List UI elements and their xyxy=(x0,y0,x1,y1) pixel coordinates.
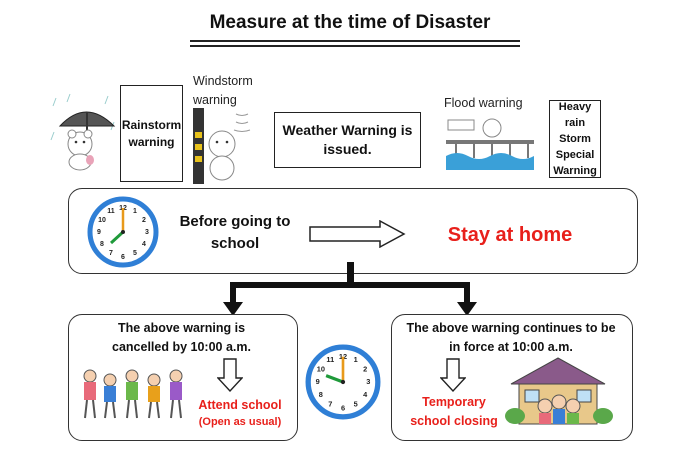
svg-text:3: 3 xyxy=(145,229,149,236)
windstorm-warning-label: Windstorm warning xyxy=(193,74,253,107)
svg-text:7: 7 xyxy=(109,250,113,257)
svg-text:5: 5 xyxy=(354,399,358,408)
svg-text:5: 5 xyxy=(133,250,137,257)
open-as-usual-label: (Open as usual) xyxy=(198,416,282,428)
svg-text:10: 10 xyxy=(98,217,106,224)
weather-warning-box: Weather Warning is issued. xyxy=(274,112,421,168)
svg-text:4: 4 xyxy=(142,241,146,248)
arrow-right-icon xyxy=(309,220,406,248)
svg-text:7: 7 xyxy=(328,399,332,408)
branch-arrows xyxy=(223,262,477,316)
house-illustration xyxy=(505,357,613,425)
svg-text:3: 3 xyxy=(366,377,370,386)
attend-school-label: Attend school xyxy=(198,398,282,412)
svg-text:11: 11 xyxy=(107,208,115,215)
svg-text:1: 1 xyxy=(133,208,137,215)
before-school-label: Before going to school xyxy=(179,213,291,252)
svg-text:1: 1 xyxy=(354,355,358,364)
arrow-down-icon xyxy=(217,358,243,392)
heavy-rain-warning-box: Heavy rain Storm Special Warning xyxy=(549,100,601,178)
cancelled-text: The above warning is cancelled by 10:00 … xyxy=(112,321,251,354)
arrow-down-icon-2 xyxy=(440,358,466,392)
continues-text: The above warning continues to be in for… xyxy=(406,321,616,354)
windstorm-illustration xyxy=(193,108,251,184)
svg-text:10: 10 xyxy=(317,364,325,373)
svg-text:2: 2 xyxy=(363,364,367,373)
svg-text:4: 4 xyxy=(363,390,368,399)
svg-text:6: 6 xyxy=(341,404,345,413)
title-underline-2 xyxy=(190,45,520,47)
svg-text:12: 12 xyxy=(339,352,347,361)
rainstorm-warning-box: Rainstorm warning xyxy=(120,85,183,182)
title-underline xyxy=(190,40,520,42)
svg-text:9: 9 xyxy=(316,377,320,386)
svg-text:8: 8 xyxy=(100,241,104,248)
temporary-closing-label: Temporary school closing xyxy=(410,395,498,428)
svg-text:11: 11 xyxy=(326,355,334,364)
stay-at-home-label: Stay at home xyxy=(447,224,573,246)
flood-illustration xyxy=(446,118,534,170)
flood-warning-label: Flood warning xyxy=(444,96,523,110)
page-title: Measure at the time of Disaster xyxy=(209,12,491,33)
svg-text:6: 6 xyxy=(121,254,125,261)
svg-text:9: 9 xyxy=(97,229,101,236)
rainstorm-illustration xyxy=(50,93,116,171)
children-illustration xyxy=(83,369,183,419)
svg-text:2: 2 xyxy=(142,217,146,224)
svg-text:8: 8 xyxy=(319,390,323,399)
